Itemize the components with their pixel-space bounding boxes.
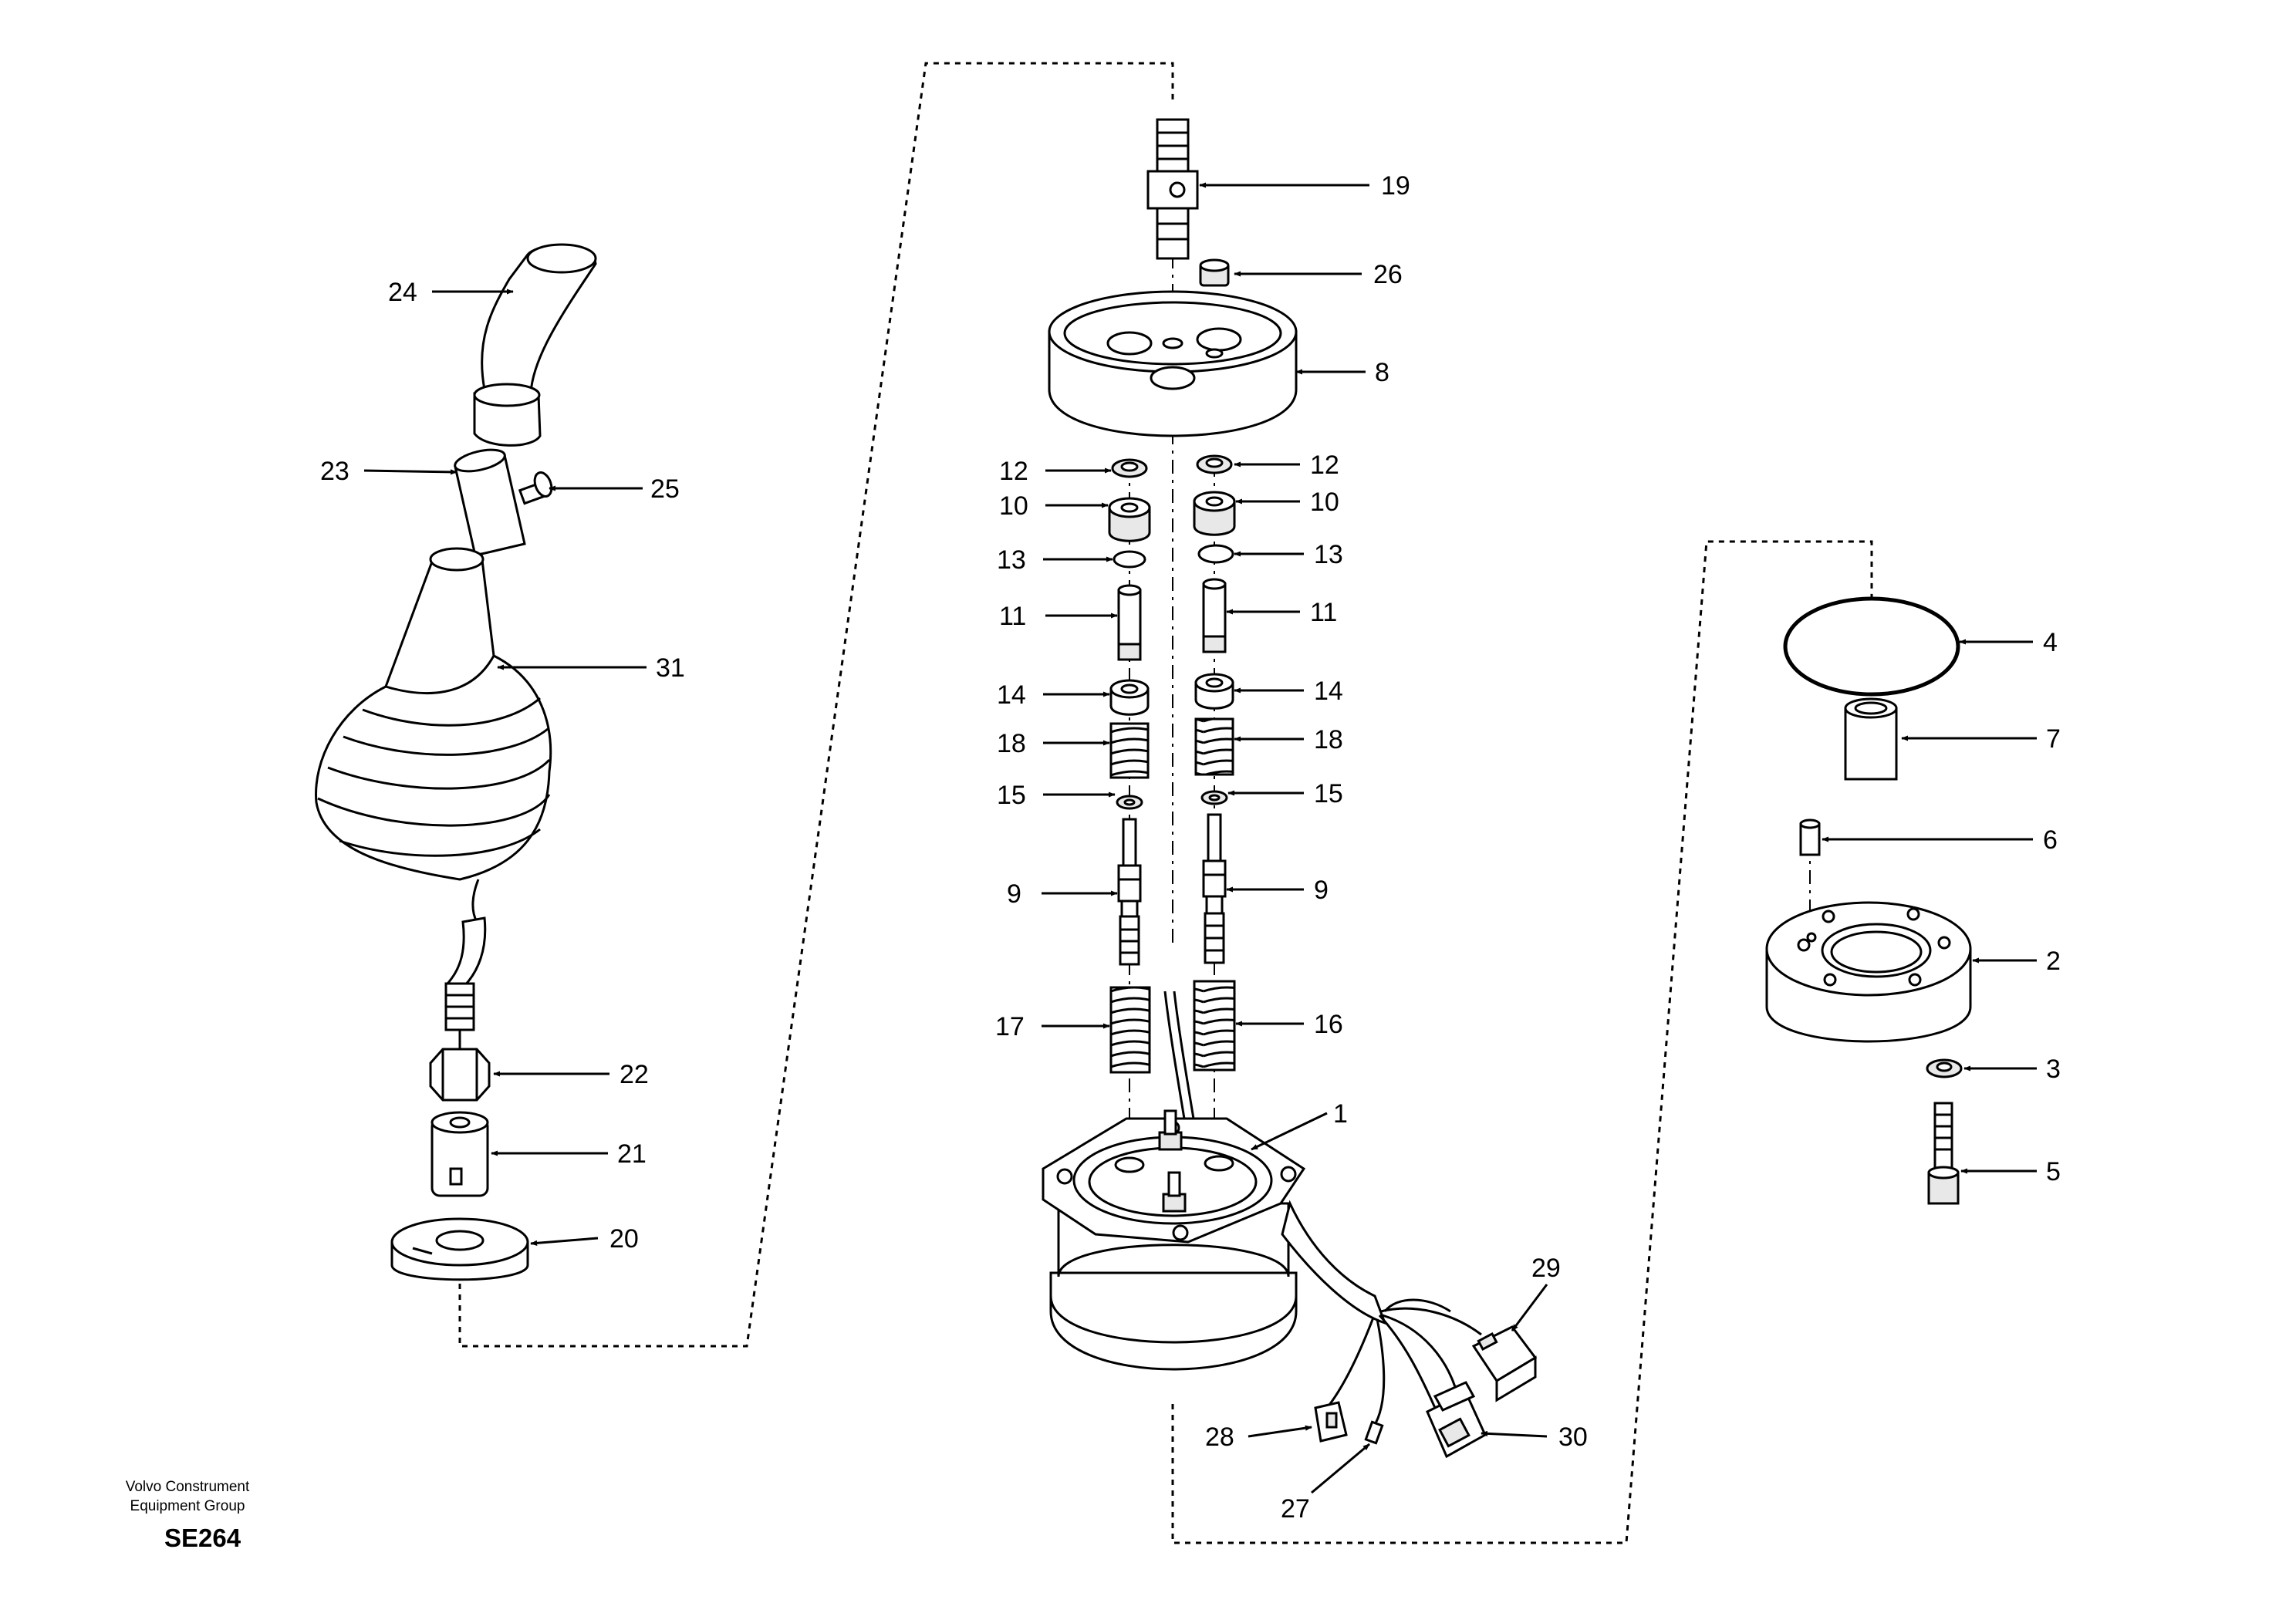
plug-26 <box>1199 258 1230 287</box>
flange-2 <box>1765 901 1972 1043</box>
spring-18-left <box>1109 722 1150 779</box>
sleeve <box>454 448 526 557</box>
company-line-1: Volvo Construment <box>126 1479 250 1495</box>
nut-22 <box>429 1048 491 1102</box>
callout-18-right: 18 <box>1314 725 1343 754</box>
callout-9-left: 9 <box>1007 879 1021 909</box>
callout-28: 28 <box>1205 1423 1234 1452</box>
callout-21: 21 <box>617 1139 647 1169</box>
callout-11-left: 11 <box>999 602 1026 631</box>
callout-8: 8 <box>1375 358 1389 387</box>
sensor-wire <box>1163 991 1195 1119</box>
o-ring-13-left <box>1113 550 1146 569</box>
washer-15-left <box>1116 795 1143 810</box>
group-connector-left <box>458 62 1174 1348</box>
callout-12-right: 12 <box>1310 451 1339 480</box>
washer-15-right <box>1200 790 1228 805</box>
callout-2: 2 <box>2046 947 2061 976</box>
callout-22: 22 <box>620 1060 649 1089</box>
rubber-boot <box>315 547 552 881</box>
stud-19 <box>1146 118 1199 260</box>
callout-31: 31 <box>656 653 685 683</box>
callout-15-right: 15 <box>1314 779 1343 808</box>
callout-11-right: 11 <box>1310 598 1337 627</box>
callout-14-left: 14 <box>997 680 1026 710</box>
company-line-2: Equipment Group <box>130 1498 245 1514</box>
callout-25: 25 <box>650 474 680 504</box>
callout-15-left: 15 <box>997 781 1026 810</box>
bolt-5 <box>1927 1102 1960 1205</box>
washer-12-left <box>1111 458 1148 478</box>
callout-19: 19 <box>1381 171 1410 201</box>
callout-3: 3 <box>2046 1055 2061 1084</box>
callout-26: 26 <box>1373 260 1403 289</box>
connector-28 <box>1314 1401 1348 1443</box>
callout-20: 20 <box>609 1224 639 1254</box>
terminal-27 <box>1364 1420 1384 1445</box>
coupling-21 <box>430 1111 489 1197</box>
connector-29 <box>1471 1325 1538 1402</box>
housing-1 <box>1042 1109 1306 1371</box>
spacer-14-right <box>1194 673 1234 710</box>
piston-11-left <box>1117 584 1142 661</box>
callout-27: 27 <box>1281 1494 1310 1524</box>
spring-16 <box>1193 980 1236 1072</box>
washer-12-right <box>1196 454 1233 474</box>
plate-20 <box>390 1217 529 1281</box>
o-ring-4 <box>1783 596 1960 697</box>
callout-12-left: 12 <box>999 457 1028 486</box>
callout-5: 5 <box>2046 1157 2061 1186</box>
callout-29: 29 <box>1531 1254 1561 1283</box>
leader-lines <box>363 182 2037 1494</box>
seal-10-left <box>1108 497 1151 542</box>
plate-8 <box>1048 290 1298 437</box>
callout-30: 30 <box>1558 1423 1588 1452</box>
lever-shaft <box>444 879 487 1057</box>
callout-9-right: 9 <box>1314 876 1329 905</box>
callout-16: 16 <box>1314 1010 1343 1039</box>
spool-9-right <box>1202 813 1227 964</box>
callout-13-right: 13 <box>1314 540 1343 569</box>
group-connector-right <box>1171 540 1873 1544</box>
screw-25 <box>518 471 553 505</box>
pin-6 <box>1799 818 1821 856</box>
callout-6: 6 <box>2043 825 2058 855</box>
piston-11-right <box>1202 578 1227 653</box>
spring-17 <box>1109 986 1151 1074</box>
seal-10-right <box>1193 491 1236 536</box>
handle-grip <box>473 243 597 447</box>
callout-23: 23 <box>320 457 349 486</box>
washer-3 <box>1926 1058 1963 1078</box>
callout-17: 17 <box>995 1012 1025 1041</box>
spring-18-right <box>1194 717 1234 776</box>
bushing-7 <box>1844 697 1898 781</box>
connector-30 <box>1426 1381 1487 1459</box>
callout-13-left: 13 <box>997 545 1026 575</box>
figure-code: SE264 <box>164 1524 241 1552</box>
callout-4: 4 <box>2043 628 2058 657</box>
callout-14-right: 14 <box>1314 677 1343 706</box>
o-ring-13-right <box>1197 544 1234 564</box>
callout-10-right: 10 <box>1310 488 1339 517</box>
spacer-14-left <box>1109 679 1150 716</box>
callout-1: 1 <box>1333 1099 1348 1129</box>
wire-harness <box>1281 1200 1482 1428</box>
spool-9-left <box>1117 818 1142 966</box>
callout-24: 24 <box>388 278 417 307</box>
callout-18-left: 18 <box>997 729 1026 758</box>
callout-7: 7 <box>2046 724 2061 754</box>
callout-10-left: 10 <box>999 491 1028 521</box>
